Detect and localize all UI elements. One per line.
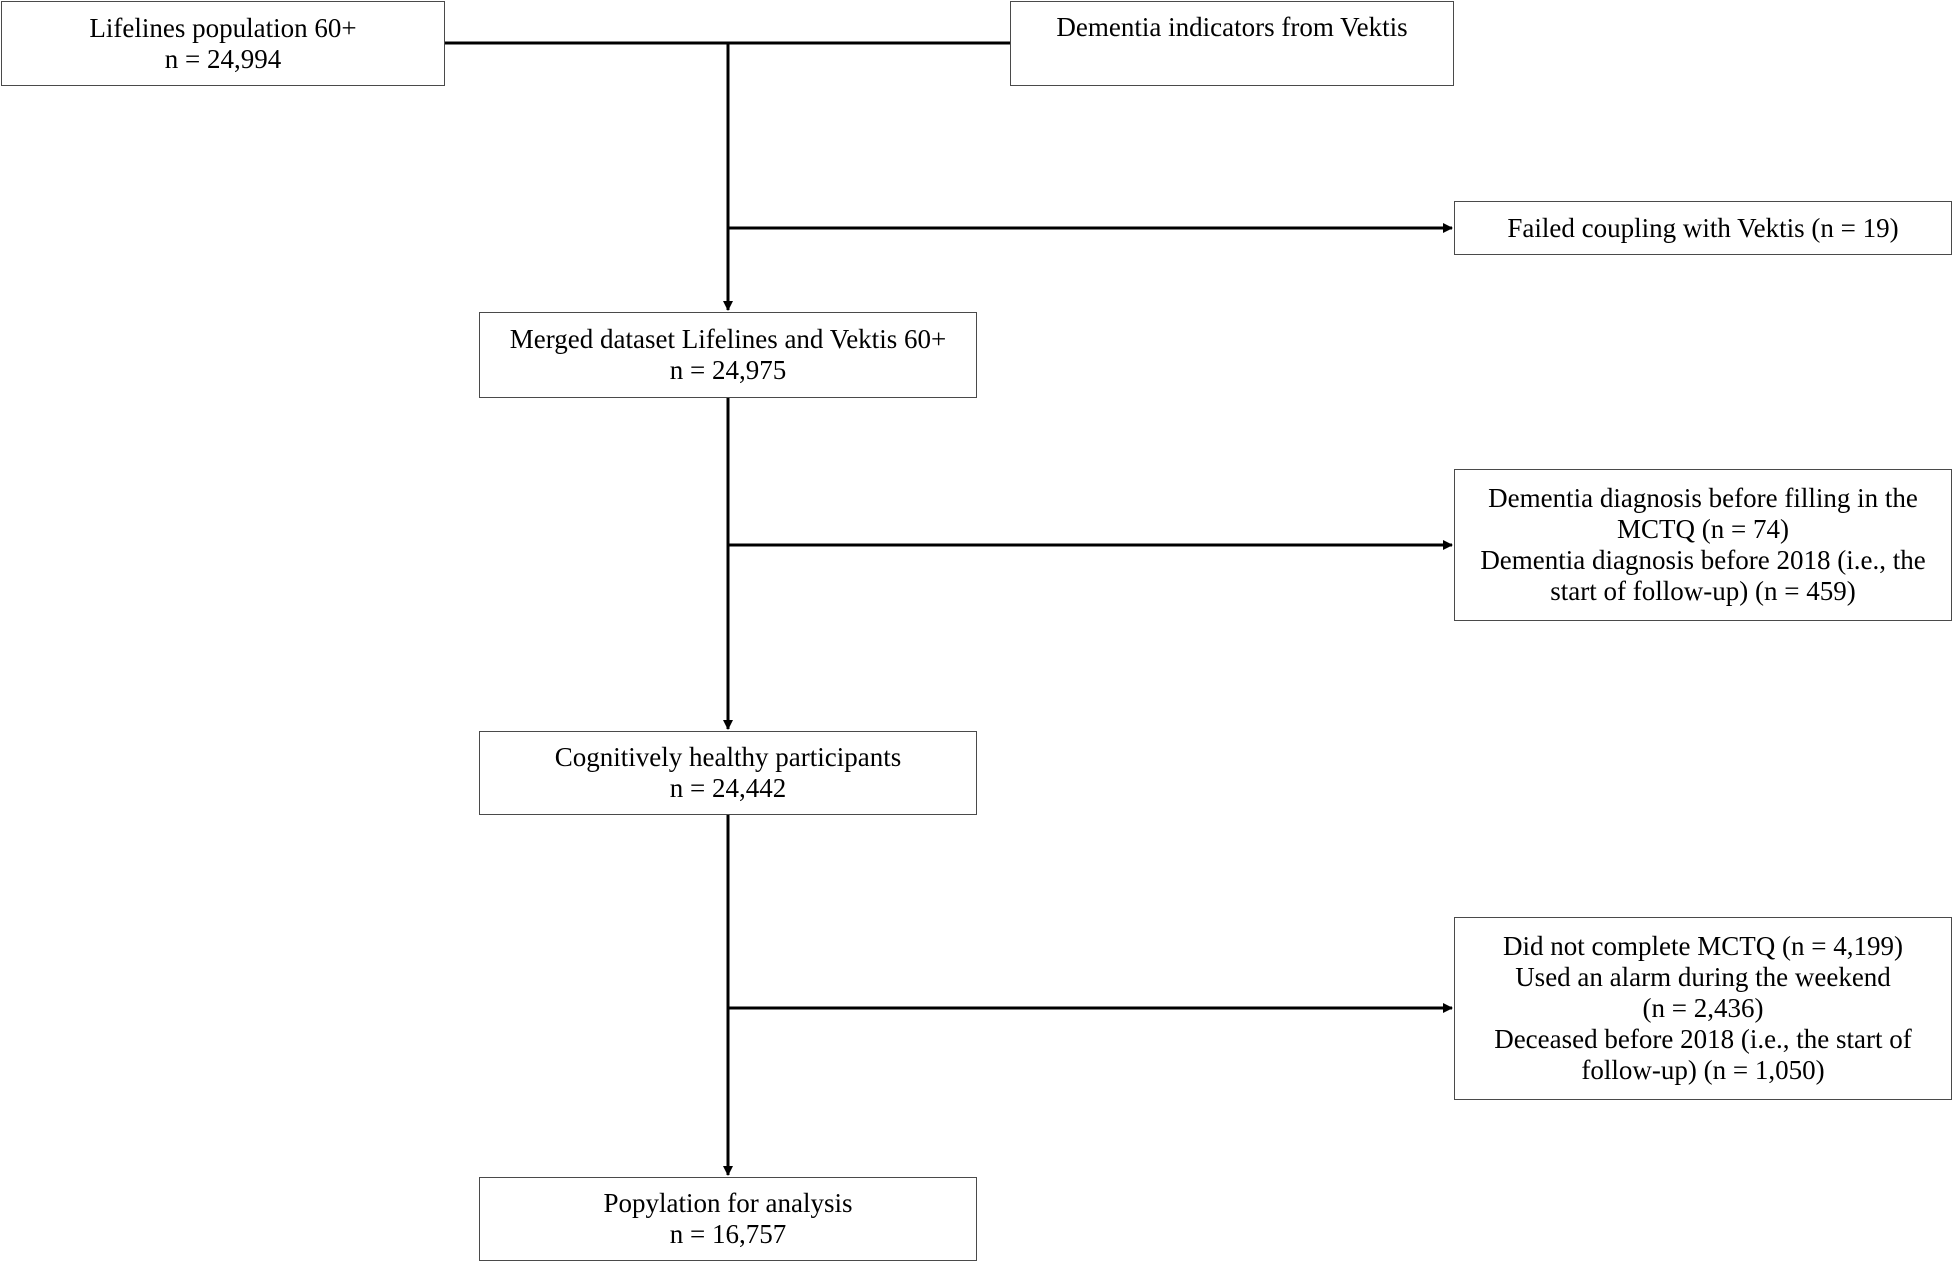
failed-coupling-box: Failed coupling with Vektis (n = 19) [1454,201,1952,255]
vektis-indicators-title: Dementia indicators from Vektis [1056,12,1408,42]
mctq-exclusion-line: Deceased before 2018 (i.e., the start of [1494,1024,1912,1054]
cognitively-healthy-count: n = 24,442 [669,773,787,803]
analysis-population-count: n = 16,757 [669,1219,787,1249]
dementia-exclusion-line: Dementia diagnosis before 2018 (i.e., th… [1480,545,1926,575]
dementia-exclusion-line: start of follow-up) (n = 459) [1550,576,1856,606]
merged-dataset-title: Merged dataset Lifelines and Vektis 60+ [509,324,947,354]
merged-dataset-box: Merged dataset Lifelines and Vektis 60+ … [479,312,977,398]
mctq-exclusion-line: follow-up) (n = 1,050) [1581,1055,1825,1085]
cognitively-healthy-title: Cognitively healthy participants [554,742,902,772]
lifelines-population-title: Lifelines population 60+ [89,12,357,43]
merged-dataset-count: n = 24,975 [669,355,787,385]
dementia-exclusion-line: Dementia diagnosis before filling in the [1488,483,1918,513]
lifelines-population-box: Lifelines population 60+ n = 24,994 [1,1,445,86]
failed-coupling-text: Failed coupling with Vektis (n = 19) [1507,212,1899,243]
dementia-exclusions-box: Dementia diagnosis before filling in the… [1454,469,1952,621]
lifelines-population-count: n = 24,994 [164,43,282,74]
analysis-population-title: Popylation for analysis [603,1188,853,1218]
mctq-exclusion-line: (n = 2,436) [1642,993,1764,1023]
cognitively-healthy-box: Cognitively healthy participants n = 24,… [479,731,977,815]
mctq-exclusion-line: Used an alarm during the weekend [1515,962,1891,992]
mctq-exclusion-line: Did not complete MCTQ (n = 4,199) [1503,931,1903,961]
mctq-exclusions-box: Did not complete MCTQ (n = 4,199) Used a… [1454,917,1952,1100]
analysis-population-box: Popylation for analysis n = 16,757 [479,1177,977,1261]
vektis-indicators-box: Dementia indicators from Vektis [1010,1,1454,86]
dementia-exclusion-line: MCTQ (n = 74) [1617,514,1789,544]
